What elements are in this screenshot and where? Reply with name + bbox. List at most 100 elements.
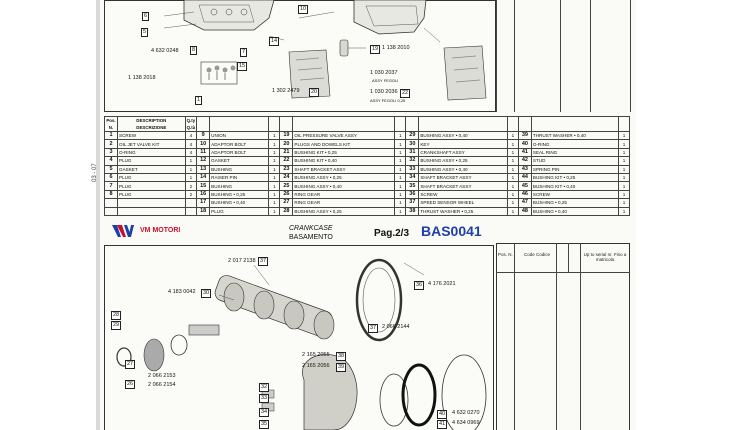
part-qty: 1 [618,147,630,158]
part-description: BUSHING [209,164,270,174]
part-description: BUSHING KIT • 0,25 [292,147,396,158]
part-qty: 4 [184,147,198,158]
callout: 20 [309,88,320,97]
part-pos: 7 [104,181,118,191]
callout: 5 [141,28,149,37]
part-qty: 1 [394,206,407,216]
part-description: SEAL RING [530,147,620,158]
part-description: BUSHING KIT • 0,40 [530,181,620,191]
part-pos: 30 [405,139,420,149]
part-pos: 45 [517,181,532,191]
part-description: ADAPTOR BOLT [209,139,270,149]
callout: 41 [437,420,448,429]
part-pos: 11 [196,147,211,158]
part-qty: 4 [184,139,198,149]
callout: 32 [259,383,270,392]
part-number: 2 066 2144 [382,324,410,330]
callout: 28 [111,311,122,320]
part-pos: 27 [279,198,294,208]
part-description: PLUGS AND DOWELS KIT [292,139,396,149]
vm-motori-logo: VM MOTORI [112,225,212,239]
part-description: BUSHING KIT • 0,25 [530,172,620,183]
part-qty: 1 [394,156,407,166]
part-pos: 1 [104,130,118,141]
header-pos: Pos. N. [104,116,118,132]
part-qty: 1 [506,181,519,191]
part-description: RAISER PIN [209,172,270,183]
part-pos: 37 [405,198,420,208]
top-right-table-line [590,0,591,112]
part-description: THRUST WASHER • 0,25 [418,206,508,216]
catalog-side-title-text: Parts Catalog [64,0,76,430]
callout: 8 [190,46,198,55]
callout: 6 [142,12,150,21]
part-pos: 29 [405,130,420,141]
part-description: OIL JET VALVE KIT [117,139,186,149]
right-header-pos: Pos. N. [498,252,513,257]
callout: 22 [400,89,411,98]
part-qty: 1 [394,172,407,183]
part-qty [184,206,198,216]
callout: 34 [259,408,270,417]
right-table-col-line [514,243,515,430]
part-number: 1 138 2018 [128,75,156,81]
part-pos: 41 [517,147,532,158]
part-pos: 43 [517,164,532,174]
part-pos: 34 [405,172,420,183]
part-description: PLUG [209,206,270,216]
part-pos: 48 [517,206,532,216]
part-qty: 1 [618,164,630,174]
catalog-side-title: Parts Catalog [6,0,76,430]
part-description: BUSHING • 0,25 [530,198,620,208]
seal-housing [302,354,358,430]
part-pos: 40 [517,139,532,149]
part-description: ADAPTOR BOLT [209,147,270,158]
part-qty: 1 [268,181,281,191]
part-qty: 1 [618,198,630,208]
part-qty: 1 [268,164,281,174]
part-description: PLUG [117,181,186,191]
right-header-serial: Up to serial nr. Fino a matricola [583,252,627,262]
callout: 33 [259,394,270,403]
part-pos: 31 [405,147,420,158]
part-pos: 36 [405,189,420,200]
part-pos: 2 [104,139,118,149]
part-description: SPRING PIN [530,164,620,174]
part-qty: 1 [268,198,281,208]
vm-logo-icon [112,225,134,237]
part-pos: 38 [405,206,420,216]
parts-bag-right [443,45,487,101]
top-diagram-drawing [163,0,487,101]
callout: 30 [201,289,212,298]
part-pos: 13 [196,164,211,174]
brand-name: VM MOTORI [140,227,181,234]
part-description: PLUG [117,172,186,183]
part-description: SHAFT BRACKET ASSY [292,164,396,174]
speed-sensor-wheel [355,258,403,342]
page-shadow [96,0,100,430]
part-qty: 4 [184,130,198,141]
ring-gear [143,338,165,372]
crankshaft [188,275,335,340]
part-qty: 1 [618,181,630,191]
engine-block-right [353,0,427,35]
right-header-code: Code Codice [523,252,550,257]
part-qty: 1 [268,206,281,216]
top-right-table-line [560,0,561,112]
engine-block-left-detail [198,4,255,23]
right-table-col-line [556,243,557,430]
part-description: O-RING [530,139,620,149]
part-description: THRUST WASHER • 0,40 [530,130,620,141]
part-qty: 1 [184,156,198,166]
part-pos: 5 [104,164,118,174]
part-note: ASSY FEGOLI [372,78,399,83]
part-pos: 44 [517,172,532,183]
